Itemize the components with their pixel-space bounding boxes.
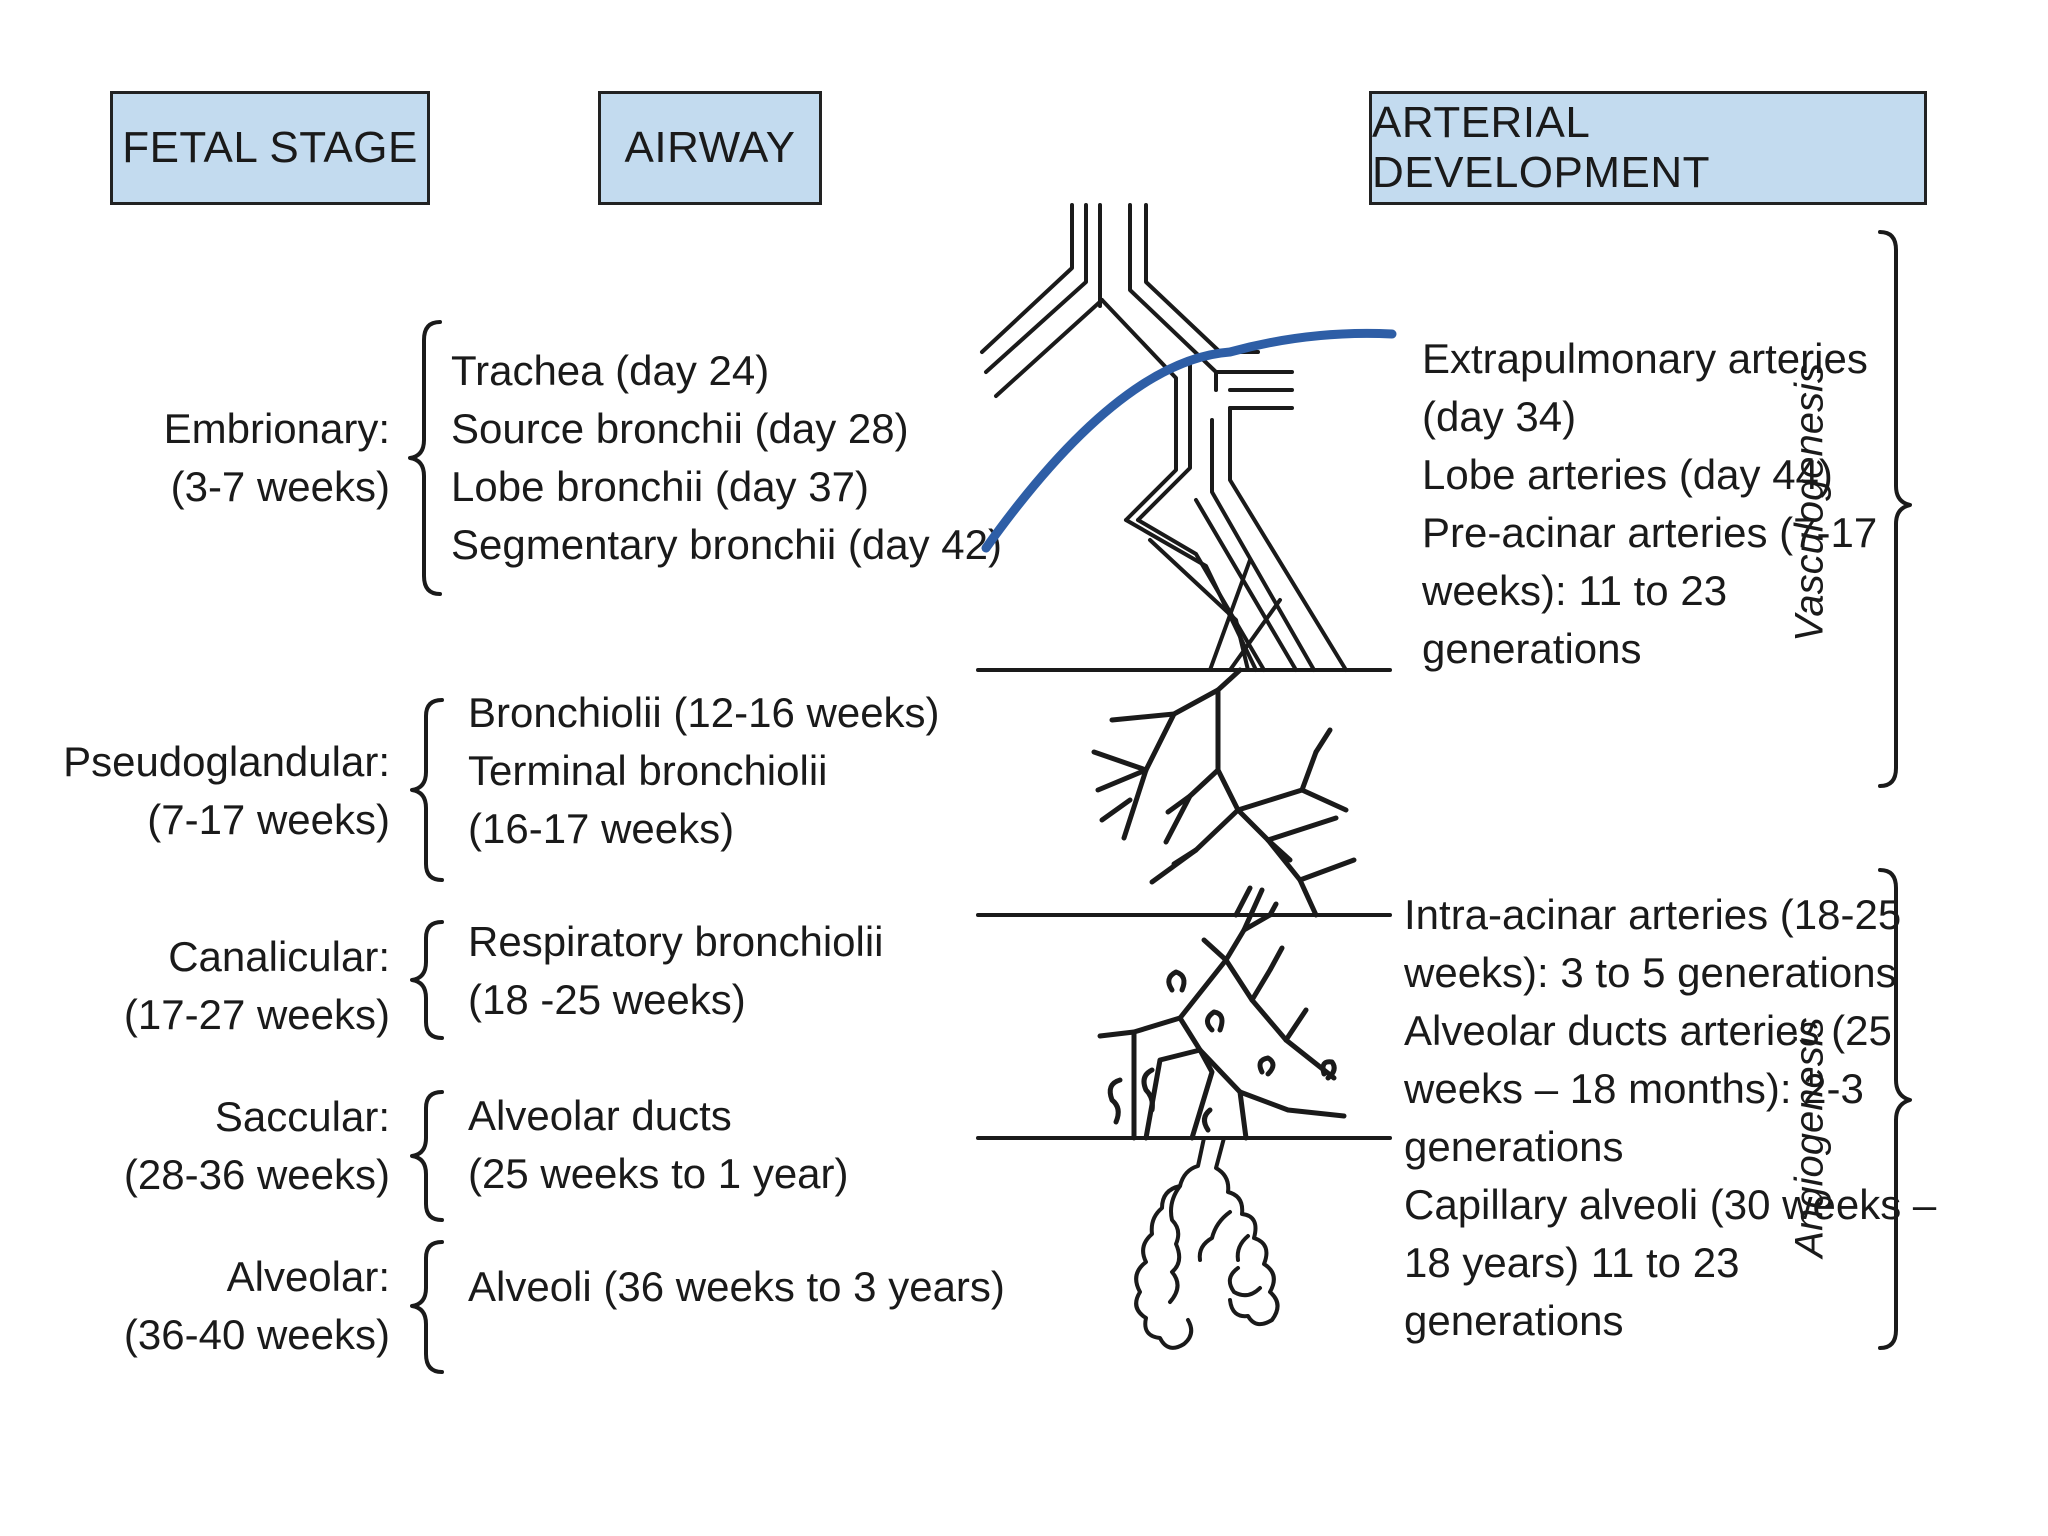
arterial-line: 18 years) 11 to 23 bbox=[1404, 1239, 1740, 1286]
airway-line: Source bronchii (day 28) bbox=[451, 405, 909, 452]
brace-vasculogenesis bbox=[1878, 230, 1912, 788]
arterial-angiogenesis-text: Intra-acinar arteries (18-25 weeks): 3 t… bbox=[1404, 886, 1936, 1350]
arterial-line: Alveolar ducts arteries (25 bbox=[1404, 1007, 1892, 1054]
airway-saccular: Alveolar ducts (25 weeks to 1 year) bbox=[468, 1087, 849, 1203]
arterial-line: Extrapulmonary arteries bbox=[1422, 335, 1868, 382]
header-fetal-stage-label: FETAL STAGE bbox=[122, 123, 418, 172]
airway-line: Alveoli (36 weeks to 3 years) bbox=[468, 1263, 1005, 1310]
arterial-line: Intra-acinar arteries (18-25 bbox=[1404, 891, 1902, 938]
stage-name: Saccular: bbox=[214, 1093, 390, 1140]
brace-angiogenesis bbox=[1878, 868, 1912, 1350]
alveolar-sacs bbox=[1134, 1136, 1280, 1350]
arterial-line: Capillary alveoli (30 weeks – bbox=[1404, 1181, 1937, 1228]
airway-canalicular: Respiratory bronchiolii (18 -25 weeks) bbox=[468, 913, 884, 1029]
blue-artery-line bbox=[981, 328, 1397, 553]
airway-embrionary: Trachea (day 24) Source bronchii (day 28… bbox=[451, 342, 1002, 574]
arterial-vasculogenesis-text: Extrapulmonary arteries (day 34) Lobe ar… bbox=[1422, 330, 1877, 678]
header-airway-label: AIRWAY bbox=[624, 123, 796, 172]
stage-name: Embrionary: bbox=[163, 405, 390, 452]
trachea bbox=[980, 203, 1348, 672]
brace-embrionary bbox=[408, 320, 442, 596]
stage-embrionary: Embrionary: (3-7 weeks) bbox=[164, 400, 390, 516]
arterial-line: (day 34) bbox=[1422, 393, 1577, 440]
brace-pseudoglandular bbox=[410, 698, 444, 882]
arterial-line: generations bbox=[1404, 1123, 1624, 1170]
airway-line: (18 -25 weeks) bbox=[468, 976, 746, 1023]
bronchioles bbox=[1091, 667, 1357, 918]
stage-range: (17-27 weeks) bbox=[123, 991, 390, 1038]
arterial-line: generations bbox=[1422, 625, 1642, 672]
stage-canalicular: Canalicular: (17-27 weeks) bbox=[124, 928, 390, 1044]
header-arterial-label: ARTERIAL DEVELOPMENT bbox=[1372, 98, 1711, 197]
brace-alveolar bbox=[410, 1240, 444, 1374]
airway-line: Respiratory bronchiolii bbox=[468, 918, 884, 965]
stage-pseudoglandular: Pseudoglandular: (7-17 weeks) bbox=[63, 733, 390, 849]
stage-alveolar: Alveolar: (36-40 weeks) bbox=[124, 1248, 390, 1364]
stage-range: (3-7 weeks) bbox=[170, 463, 390, 510]
airway-line: Lobe bronchii (day 37) bbox=[451, 463, 869, 510]
arterial-line: weeks): 11 to 23 bbox=[1422, 567, 1728, 614]
airway-line: Terminal bronchiolii bbox=[468, 747, 828, 794]
stage-saccular: Saccular: (28-36 weeks) bbox=[124, 1088, 390, 1204]
arterial-line: Pre-acinar arteries (7-17 bbox=[1422, 509, 1878, 556]
header-arterial-development: ARTERIAL DEVELOPMENT bbox=[1369, 91, 1927, 205]
brace-saccular bbox=[410, 1090, 444, 1222]
arterial-line: weeks – 18 months): 2-3 bbox=[1404, 1065, 1864, 1112]
header-airway: AIRWAY bbox=[598, 91, 822, 205]
airway-line: Segmentary bronchii (day 42) bbox=[451, 521, 1002, 568]
airway-line: (25 weeks to 1 year) bbox=[468, 1150, 849, 1197]
airway-pseudoglandular: Bronchiolii (12-16 weeks) Terminal bronc… bbox=[468, 684, 940, 858]
stage-name: Canalicular: bbox=[168, 933, 390, 980]
stage-range: (36-40 weeks) bbox=[123, 1311, 390, 1358]
stage-name: Alveolar: bbox=[226, 1253, 390, 1300]
stage-range: (7-17 weeks) bbox=[147, 796, 390, 843]
airway-alveolar: Alveoli (36 weeks to 3 years) bbox=[468, 1258, 1005, 1316]
airway-line: Trachea (day 24) bbox=[451, 347, 770, 394]
brace-canalicular bbox=[410, 920, 444, 1040]
header-fetal-stage: FETAL STAGE bbox=[110, 91, 430, 205]
arterial-line: weeks): 3 to 5 generations bbox=[1404, 949, 1897, 996]
stage-name: Pseudoglandular: bbox=[63, 738, 390, 785]
stage-range: (28-36 weeks) bbox=[123, 1151, 390, 1198]
airway-line: Alveolar ducts bbox=[468, 1092, 732, 1139]
arterial-line: Lobe arteries (day 44) bbox=[1422, 451, 1833, 498]
airway-line: (16-17 weeks) bbox=[468, 805, 735, 852]
airway-line: Bronchiolii (12-16 weeks) bbox=[468, 689, 940, 736]
respiratory-bronchioles bbox=[1097, 887, 1347, 1141]
arterial-line: generations bbox=[1404, 1297, 1624, 1344]
